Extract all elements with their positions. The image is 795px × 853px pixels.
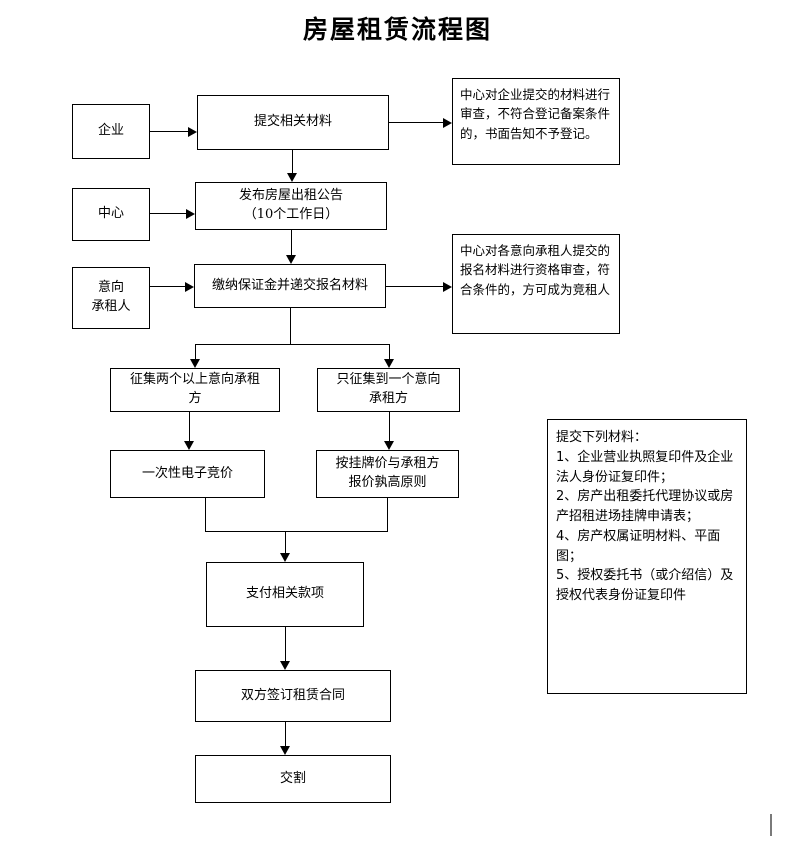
connector-pay-to-sign <box>285 627 286 661</box>
connector-deposit-down <box>290 308 291 344</box>
connector-bidding-down <box>205 498 206 531</box>
connector-only-one-to-price-rule <box>389 412 390 441</box>
arrow-lessee-to-deposit <box>185 282 194 292</box>
connector-two-or-more-to-bidding <box>189 412 190 441</box>
note-box-review: 中心对企业提交的材料进行审查，不符合登记备案条件的，书面告知不予登记。 <box>452 78 620 165</box>
arrow-sign-to-handover <box>280 746 290 755</box>
arrow-enterprise-to-submit <box>188 127 197 137</box>
connector-merge-to-pay <box>285 531 286 553</box>
arrow-center-to-publish <box>186 209 195 219</box>
arrow-two-or-more-to-bidding <box>184 441 194 450</box>
process-box-pay-deposit[interactable]: 缴纳保证金并递交报名材料 <box>194 264 386 308</box>
arrow-publish-to-deposit <box>286 255 296 264</box>
note-box-qualification: 中心对各意向承租人提交的报名材料进行资格审查，符合条件的，方可成为竞租人 <box>452 234 620 334</box>
connector-lessee-to-deposit <box>150 286 185 287</box>
actor-box-enterprise[interactable]: 企业 <box>72 104 150 159</box>
note-box-required-materials: 提交下列材料： 1、企业营业执照复印件及企业法人身份证复印件； 2、房产出租委托… <box>547 419 747 694</box>
arrow-pay-to-sign <box>280 661 290 670</box>
arrow-deposit-to-qualification-note <box>443 282 452 292</box>
arrow-only-one-to-price-rule <box>384 441 394 450</box>
process-box-pay-amounts[interactable]: 支付相关款项 <box>206 562 364 627</box>
arrow-split-to-two-or-more <box>190 359 200 368</box>
connector-publish-to-deposit <box>291 230 292 255</box>
process-box-publish-notice[interactable]: 发布房屋出租公告 （10个工作日） <box>195 182 387 230</box>
process-box-handover[interactable]: 交割 <box>195 755 391 803</box>
connector-merge-bar <box>205 531 388 532</box>
process-box-submit-materials[interactable]: 提交相关材料 <box>197 95 389 150</box>
connector-split-left <box>195 344 196 360</box>
process-box-electronic-bidding[interactable]: 一次性电子竞价 <box>110 450 265 498</box>
connector-submit-to-review-note <box>389 122 443 123</box>
connector-enterprise-to-submit <box>150 131 188 132</box>
text-cursor <box>770 814 772 836</box>
actor-box-intended-lessee[interactable]: 意向 承租人 <box>72 267 150 329</box>
connector-center-to-publish <box>150 213 186 214</box>
process-box-only-one[interactable]: 只征集到一个意向 承租方 <box>317 368 460 412</box>
process-box-two-or-more[interactable]: 征集两个以上意向承租 方 <box>110 368 280 412</box>
process-box-sign-contract[interactable]: 双方签订租赁合同 <box>195 670 391 722</box>
arrow-merge-to-pay <box>280 553 290 562</box>
actor-box-center[interactable]: 中心 <box>72 188 150 241</box>
connector-price-rule-down <box>387 498 388 531</box>
arrow-submit-to-review-note <box>443 118 452 128</box>
arrow-split-to-only-one <box>384 359 394 368</box>
connector-deposit-to-qualification-note <box>386 286 443 287</box>
page-title: 房屋租赁流程图 <box>302 15 492 44</box>
connector-split-right <box>389 344 390 360</box>
connector-split-bar <box>195 344 390 345</box>
arrow-submit-to-publish <box>287 173 297 182</box>
process-box-listed-price-rule[interactable]: 按挂牌价与承租方 报价孰高原则 <box>316 450 459 498</box>
connector-submit-to-publish <box>292 150 293 173</box>
connector-sign-to-handover <box>285 722 286 746</box>
